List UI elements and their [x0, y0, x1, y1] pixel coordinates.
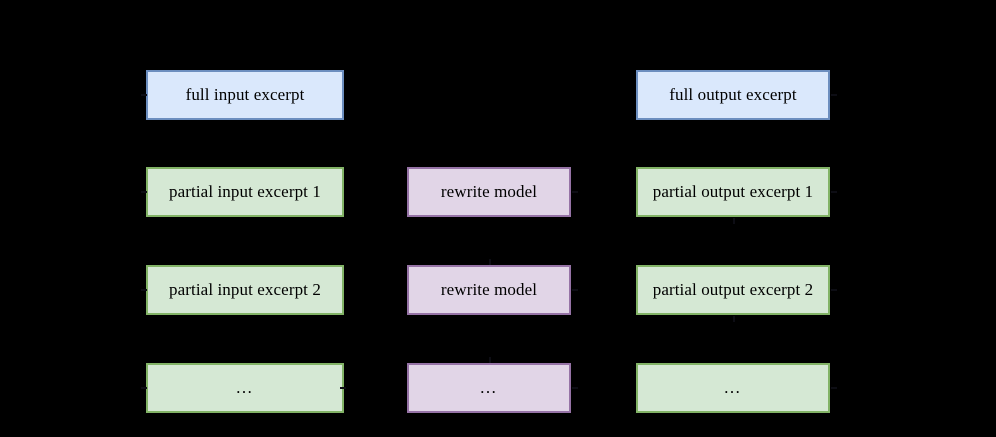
node-label: partial input excerpt 1	[169, 181, 321, 201]
node-label: rewrite model	[440, 181, 538, 201]
connector-stub-input-more-right	[340, 387, 346, 389]
node-rewrite-model-1[interactable]: rewrite model	[407, 167, 571, 217]
node-rewrite-model-2[interactable]: rewrite model	[407, 265, 571, 315]
node-label: partial output excerpt 2	[652, 279, 814, 299]
node-full-output-excerpt[interactable]: full output excerpt	[636, 70, 830, 120]
connector-stub-rewrite-2-top	[489, 259, 491, 265]
node-label: full output excerpt	[669, 84, 797, 104]
connector-stub-partial-output-1-bottom	[733, 218, 735, 224]
connector-stub-partial-output-2-bottom	[733, 316, 735, 322]
connector-stub-rewrite-1-right	[572, 191, 578, 193]
node-partial-output-excerpt-2[interactable]: partial output excerpt 2	[636, 265, 830, 315]
node-label: …	[723, 377, 743, 397]
connector-stub-input-more-left	[141, 387, 147, 389]
node-partial-output-excerpt-1[interactable]: partial output excerpt 1	[636, 167, 830, 217]
connector-stub-partial-output-2-right	[831, 289, 837, 291]
node-partial-input-excerpt-more[interactable]: …	[146, 363, 344, 413]
connector-stub-full-input-left	[141, 94, 147, 96]
node-label: partial output excerpt 1	[652, 181, 814, 201]
connector-stub-output-more-right	[831, 387, 837, 389]
node-label: …	[479, 377, 499, 397]
node-full-input-excerpt[interactable]: full input excerpt	[146, 70, 344, 120]
node-partial-output-excerpt-more[interactable]: …	[636, 363, 830, 413]
node-label: rewrite model	[440, 279, 538, 299]
node-rewrite-model-more[interactable]: …	[407, 363, 571, 413]
node-label: …	[235, 377, 255, 397]
connector-stub-rewrite-2-right	[572, 289, 578, 291]
connector-stub-model-more-top	[489, 357, 491, 363]
connector-stub-full-output-right	[831, 94, 837, 96]
node-partial-input-excerpt-2[interactable]: partial input excerpt 2	[146, 265, 344, 315]
node-label: full input excerpt	[185, 84, 305, 104]
connector-stub-partial-input-1-left	[141, 191, 147, 193]
connector-stub-model-more-right	[572, 387, 578, 389]
node-partial-input-excerpt-1[interactable]: partial input excerpt 1	[146, 167, 344, 217]
node-label: partial input excerpt 2	[169, 279, 321, 299]
connector-stub-partial-input-2-left	[141, 289, 147, 291]
connector-stub-partial-output-1-right	[831, 191, 837, 193]
